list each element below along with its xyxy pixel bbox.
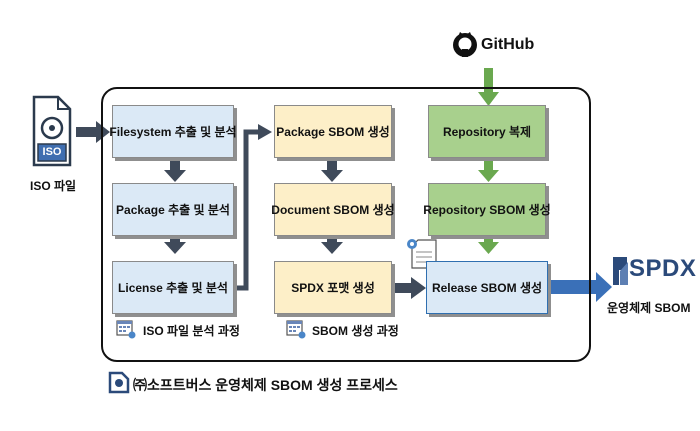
box-filesystem-extract: Filesystem 추출 및 분석 — [109, 105, 237, 158]
arrow-release-to-spdx-output — [550, 272, 612, 302]
sbom-section-grid-icon — [286, 320, 306, 339]
github-label: GitHub — [481, 36, 535, 53]
spdx-logo-text: SPDX — [629, 255, 697, 282]
box-spdx-format: SPDX 포맷 생성 — [274, 261, 392, 314]
box-license-extract: License 추출 및 분석 — [112, 261, 234, 314]
arrow-license-to-package-sbom — [234, 124, 272, 291]
arrow-repository-clone-to-sbom — [478, 160, 499, 182]
arrow-filesystem-to-package — [164, 160, 186, 182]
spdx-logo-icon — [613, 257, 628, 285]
box-package-sbom: Package SBOM 생성 — [274, 105, 392, 158]
arrow-package-to-license — [164, 232, 186, 254]
box-document-sbom: Document SBOM 생성 — [271, 183, 395, 236]
iso-section-grid-icon — [116, 320, 136, 339]
arrow-github-to-repository — [478, 68, 499, 106]
arrow-package-sbom-to-document — [321, 160, 343, 182]
box-package-extract: Package 추출 및 분석 — [112, 183, 234, 236]
iso-file-label: ISO 파일 — [30, 179, 77, 193]
arrow-repository-sbom-to-release — [478, 232, 499, 254]
arrow-document-to-spdx — [321, 232, 343, 254]
spdx-caption: 운영체제 SBOM — [607, 301, 691, 315]
github-icon — [453, 32, 477, 57]
arrow-spdx-to-release — [395, 277, 426, 299]
box-release-sbom: Release SBOM 생성 — [426, 261, 548, 314]
footer-title: ㈜소프트버스 운영체제 SBOM 생성 프로세스 — [133, 377, 398, 393]
section-label-iso-analysis: ISO 파일 분석 과정 — [143, 324, 240, 338]
section-label-sbom-generation: SBOM 생성 과정 — [312, 324, 399, 338]
box-repository-sbom: Repository SBOM 생성 — [423, 183, 551, 236]
box-repository-clone: Repository 복제 — [428, 105, 546, 158]
iso-icon-text: ISO — [42, 146, 62, 158]
process-frame — [101, 87, 591, 362]
iso-file-icon — [32, 95, 72, 167]
softbus-logo-icon — [108, 371, 130, 394]
arrow-iso-to-filesystem — [76, 121, 110, 143]
